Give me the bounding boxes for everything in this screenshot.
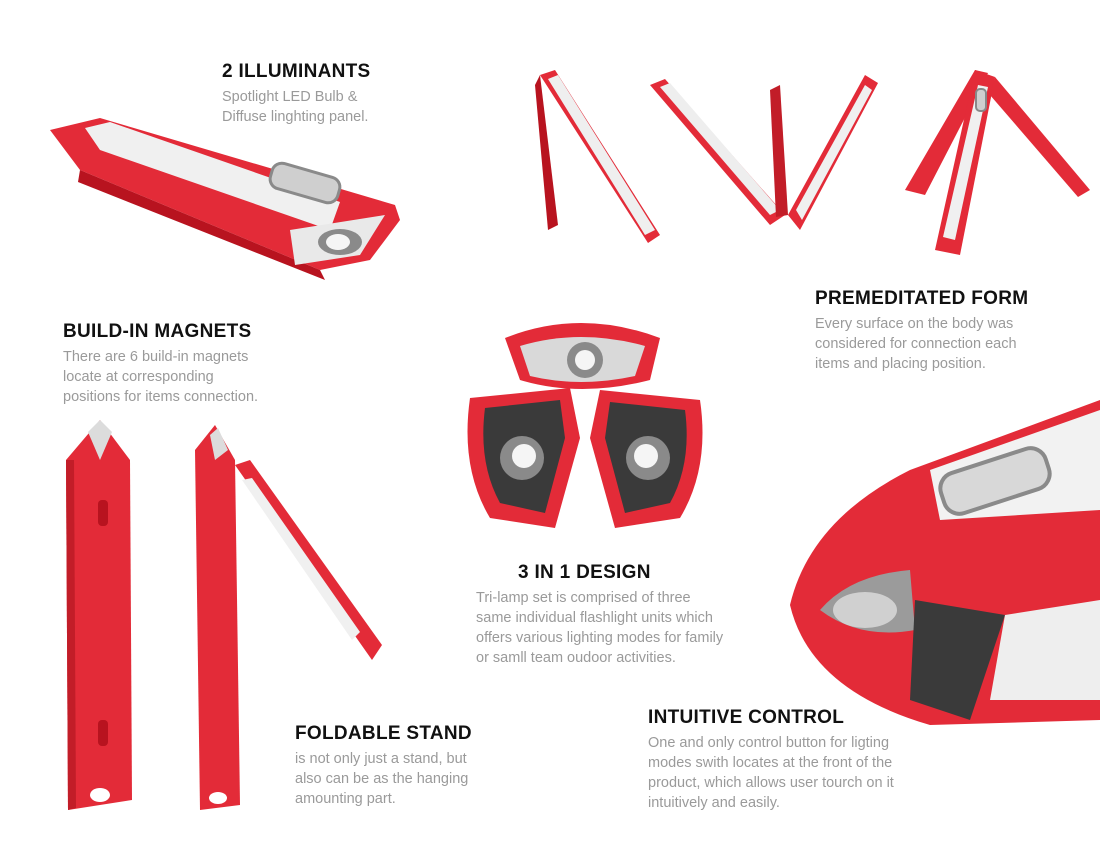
feature-line: considered for connection each (815, 336, 1017, 352)
feature-line: One and only control button for ligting (648, 735, 890, 751)
feature-control: INTUITIVE CONTROL One and only control b… (648, 707, 894, 813)
feature-line: amounting part. (295, 791, 396, 807)
feature-title: 2 ILLUMINANTS (222, 61, 371, 82)
feature-line: items and placing position. (815, 356, 986, 372)
feature-form: PREMEDITATED FORM Every surface on the b… (815, 288, 1028, 374)
feature-line: product, which allows user tourch on it (648, 775, 894, 791)
foldable-stand-illustration (66, 420, 382, 810)
feature-illuminants: 2 ILLUMINANTS Spotlight LED Bulb & Diffu… (222, 61, 371, 127)
feature-line: positions for items connection. (63, 389, 259, 405)
control-button-closeup-illustration (790, 400, 1100, 725)
standing-units-illustration (535, 70, 1090, 255)
feature-line: offers various lighting modes for family (476, 630, 724, 646)
feature-line: Every surface on the body was (815, 316, 1014, 332)
feature-line: same individual flashlight units which (476, 610, 713, 626)
tri-lamp-illustration (467, 323, 703, 528)
feature-title: PREMEDITATED FORM (815, 288, 1029, 309)
feature-line: modes swith locates at the front of the (648, 755, 893, 771)
feature-title: INTUITIVE CONTROL (648, 707, 845, 728)
feature-line: or samll team oudoor activities. (476, 650, 676, 666)
feature-title: BUILD-IN MAGNETS (63, 321, 252, 342)
feature-line: also can be as the hanging (295, 771, 469, 787)
feature-line: is not only just a stand, but (295, 751, 467, 767)
feature-design: 3 IN 1 DESIGN Tri-lamp set is comprised … (476, 562, 723, 668)
feature-line: Spotlight LED Bulb & (222, 89, 358, 105)
feature-line: Tri-lamp set is comprised of three (476, 590, 691, 606)
feature-line: intuitively and easily. (648, 795, 780, 811)
feature-line: locate at corresponding (63, 369, 214, 385)
feature-title: 3 IN 1 DESIGN (518, 562, 651, 583)
feature-title: FOLDABLE STAND (295, 723, 472, 744)
feature-line: Diffuse linghting panel. (222, 109, 369, 125)
flashlight-angled-illustration (50, 118, 400, 280)
feature-magnets: BUILD-IN MAGNETS There are 6 build-in ma… (63, 321, 258, 407)
feature-line: There are 6 build-in magnets (63, 349, 249, 365)
feature-stand: FOLDABLE STAND is not only just a stand,… (295, 723, 472, 809)
